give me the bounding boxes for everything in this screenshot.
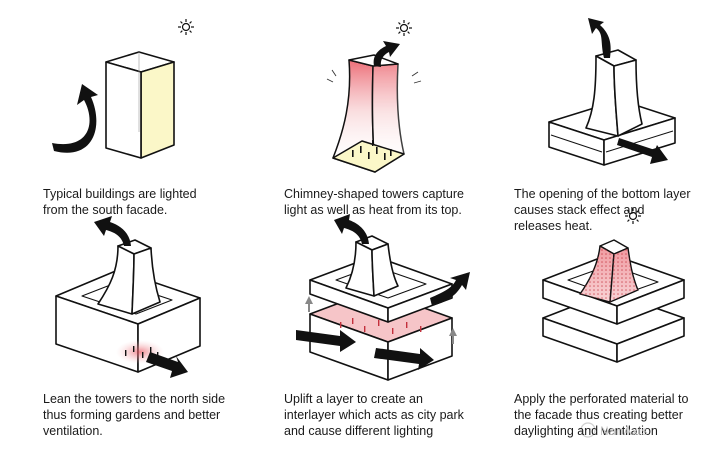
panel-5-uplifted-layer <box>296 214 470 381</box>
caption-5: Uplift a layer to create an interlayer w… <box>284 392 464 438</box>
straight-arrow-icon <box>617 138 668 164</box>
straight-arrow-icon <box>374 348 434 370</box>
panel-3-bottom-opening <box>548 18 676 166</box>
box-building <box>105 51 175 159</box>
caption-1: Typical buildings are lighted from the s… <box>43 187 197 217</box>
people-figures <box>352 140 392 160</box>
caption-4: Lean the towers to the north side thus f… <box>43 392 226 438</box>
sun-icon <box>625 208 641 224</box>
curved-arrow-icon <box>334 214 369 244</box>
up-arrows <box>305 296 457 344</box>
curved-arrow-icon <box>94 216 131 246</box>
panel-6-perforated <box>542 208 685 363</box>
base-slab <box>548 99 676 166</box>
panel-2-chimney-tower <box>326 20 422 173</box>
sun-icon <box>396 20 412 36</box>
watermark-text: NanAxis <box>600 424 649 438</box>
perforated-tower <box>579 239 639 303</box>
panel-4-lean-towers <box>55 216 201 378</box>
panel-1-typical-building <box>52 19 194 159</box>
straight-arrow-icon <box>146 352 188 378</box>
caption-6: Apply the perforated material to the fac… <box>514 392 689 438</box>
curved-arrow-icon <box>52 84 98 153</box>
park-figures <box>340 318 422 334</box>
watermark-icon <box>580 422 596 438</box>
straight-arrow-icon <box>430 272 470 306</box>
tower-body <box>345 235 399 297</box>
sun-icon <box>178 19 194 35</box>
curved-arrow-icon <box>588 18 611 58</box>
heat-rays <box>326 69 422 84</box>
caption-2: Chimney-shaped towers capture light as w… <box>284 187 464 217</box>
straight-arrow-icon <box>296 330 356 352</box>
tower-body <box>585 49 643 137</box>
curved-arrow-icon <box>373 41 400 67</box>
caption-3: The opening of the bottom layer causes s… <box>514 187 691 233</box>
